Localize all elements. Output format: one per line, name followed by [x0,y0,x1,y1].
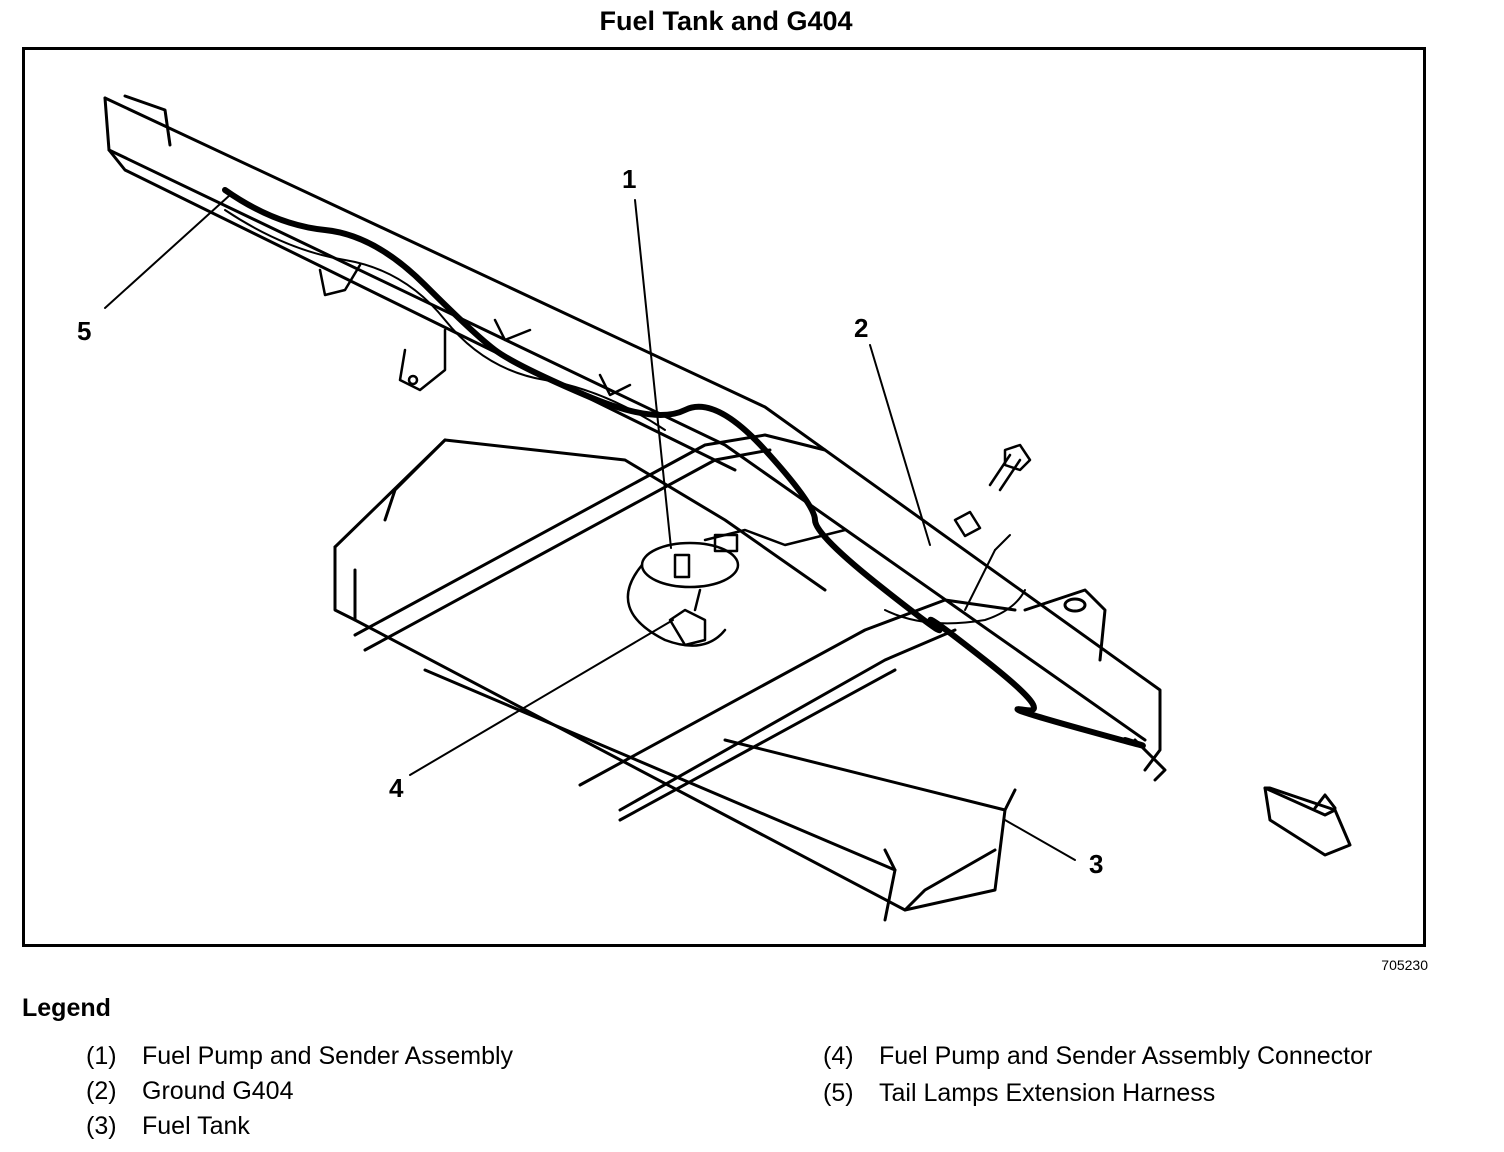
legend-item: (3) Fuel Tank [86,1112,250,1141]
pump-connector [668,588,707,647]
legend-heading: Legend [22,994,111,1022]
callout-4: 4 [389,773,404,803]
callout-5: 5 [77,316,92,346]
ground-bolt [953,443,1032,538]
callout-1: 1 [622,164,637,194]
legend-item: (5) Tail Lamps Extension Harness [823,1079,1215,1108]
callout-2: 2 [854,313,869,343]
figure-number: 705230 [1381,957,1428,973]
legend-number: (2) [86,1077,117,1105]
legend-text: Fuel Tank [142,1112,250,1140]
diagram-frame: 1 2 3 4 5 [22,47,1426,947]
legend-text: Fuel Pump and Sender Assembly Connector [879,1042,1373,1070]
legend-text: Tail Lamps Extension Harness [879,1079,1216,1107]
fuel-tank [333,438,1017,922]
rail-brackets [318,263,632,397]
legend-number: (5) [823,1079,854,1107]
legend-item: (2) Ground G404 [86,1077,294,1106]
legend-number: (4) [823,1042,854,1070]
legend-item: (1) Fuel Pump and Sender Assembly [86,1042,513,1071]
front-direction-icon [1263,786,1352,857]
legend-text: Ground G404 [142,1077,294,1105]
callout-3: 3 [1089,849,1104,879]
tank-straps [353,433,1017,822]
legend-number: (1) [86,1042,117,1070]
legend-item: (4) Fuel Pump and Sender Assembly Connect… [823,1042,1372,1071]
callout-leaders [104,194,1076,861]
legend-number: (3) [86,1112,117,1140]
frame-rail [103,94,1167,782]
tail-lamps-harness [222,187,1146,749]
fuel-pump-sender [626,528,847,647]
page-title: Fuel Tank and G404 [599,6,853,36]
fuel-tank-illustration [103,94,1352,922]
legend-text: Fuel Pump and Sender Assembly [142,1042,514,1070]
